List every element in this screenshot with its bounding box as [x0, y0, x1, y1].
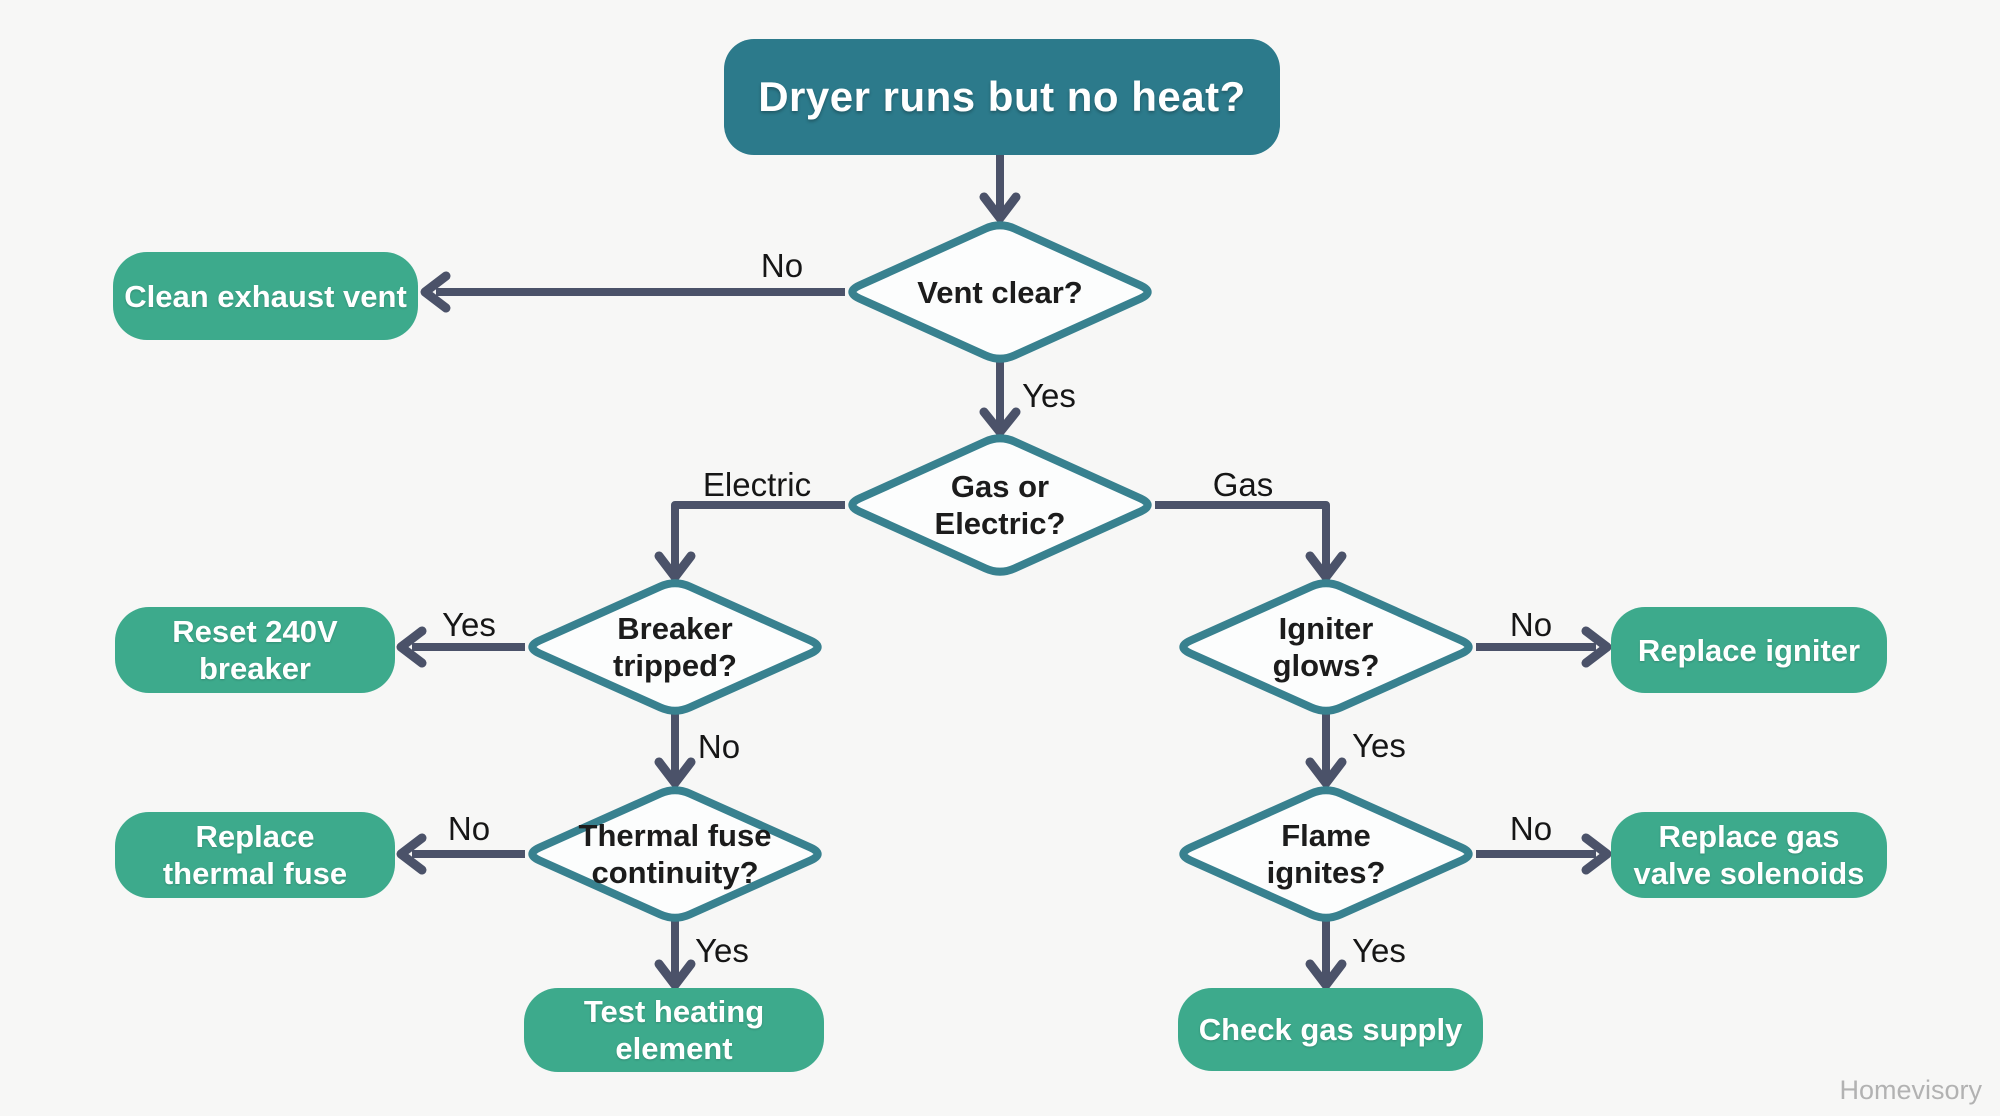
decision-thermal-fuse-continuity: Thermal fuse continuity?	[520, 782, 830, 926]
action-label: Replace gas valve solenoids	[1633, 819, 1865, 891]
edge-breaker-to-thermal-fuse	[654, 714, 696, 788]
start-node-label: Dryer runs but no heat?	[758, 73, 1246, 120]
decision-gas-or-electric-label: Gas or Electric?	[934, 469, 1066, 541]
action-replace-igniter: Replace igniter	[1611, 607, 1887, 693]
edge-label-electric: Electric	[702, 466, 812, 503]
diamond-shape	[528, 786, 822, 922]
watermark-homevisory: Homevisory	[1839, 1075, 1982, 1105]
decision-flame-ignites-label: Flame ignites?	[1266, 818, 1386, 890]
action-replace-gas-valve-solenoids: Replace gas valve solenoids	[1611, 812, 1887, 898]
decision-breaker-tripped: Breaker tripped?	[520, 575, 830, 719]
action-label: Reset 240V breaker	[172, 614, 338, 686]
edge-label-breaker-no: No	[697, 728, 741, 765]
edge-thermal-to-replace-thermal	[396, 833, 525, 875]
edge-label-igniter-no: No	[1509, 606, 1553, 643]
action-clean-exhaust-vent: Clean exhaust vent	[113, 252, 418, 340]
edge-gas-or-electric-to-igniter	[1155, 501, 1347, 582]
edge-flame-to-check-gas	[1305, 921, 1347, 990]
edge-label-breaker-yes: Yes	[442, 606, 496, 643]
edge-flame-to-replace-gas-valve	[1476, 833, 1612, 875]
diamond-shape	[1179, 786, 1473, 922]
decision-vent-clear-label: Vent clear?	[917, 274, 1083, 310]
decision-igniter-glows: Igniter glows?	[1171, 575, 1481, 719]
edge-breaker-to-reset-breaker	[396, 626, 525, 668]
decision-vent-clear: Vent clear?	[840, 217, 1160, 367]
edge-label-gas: Gas	[1212, 466, 1274, 503]
edge-vent-to-clean-exhaust	[420, 271, 845, 313]
decision-thermal-fuse-label: Thermal fuse continuity?	[578, 818, 772, 890]
decision-gas-or-electric: Gas or Electric?	[840, 430, 1160, 580]
edge-igniter-to-flame	[1305, 714, 1347, 788]
diamond-shape	[1179, 579, 1473, 715]
action-test-heating-element: Test heating element	[524, 988, 824, 1072]
decision-igniter-glows-label: Igniter glows?	[1272, 611, 1380, 683]
edge-start-to-vent	[979, 155, 1021, 223]
edge-label-thermal-no: No	[447, 810, 491, 847]
diamond-shape	[848, 221, 1152, 363]
diamond-shape	[528, 579, 822, 715]
action-reset-240v-breaker: Reset 240V breaker	[115, 607, 395, 693]
edge-label-thermal-yes: Yes	[695, 932, 749, 969]
action-check-gas-supply: Check gas supply	[1178, 988, 1483, 1071]
edge-label-vent-no: No	[760, 247, 804, 284]
action-label: Replace thermal fuse	[162, 819, 348, 891]
edge-thermal-to-test-heating	[654, 921, 696, 990]
action-replace-thermal-fuse: Replace thermal fuse	[115, 812, 395, 898]
edge-label-flame-yes: Yes	[1352, 932, 1406, 969]
edge-label-vent-yes: Yes	[1022, 377, 1076, 414]
edge-gas-or-electric-to-breaker	[654, 501, 845, 582]
diamond-shape	[848, 434, 1152, 576]
edge-label-igniter-yes: Yes	[1352, 727, 1406, 764]
action-label: Test heating element	[583, 994, 765, 1066]
edge-label-flame-no: No	[1509, 810, 1553, 847]
decision-breaker-tripped-label: Breaker tripped?	[613, 611, 737, 683]
decision-flame-ignites: Flame ignites?	[1171, 782, 1481, 926]
edge-vent-to-gas-or-electric	[979, 362, 1021, 437]
start-node-dryer-runs-no-heat: Dryer runs but no heat?	[724, 39, 1280, 155]
edge-igniter-to-replace-igniter	[1476, 626, 1612, 668]
